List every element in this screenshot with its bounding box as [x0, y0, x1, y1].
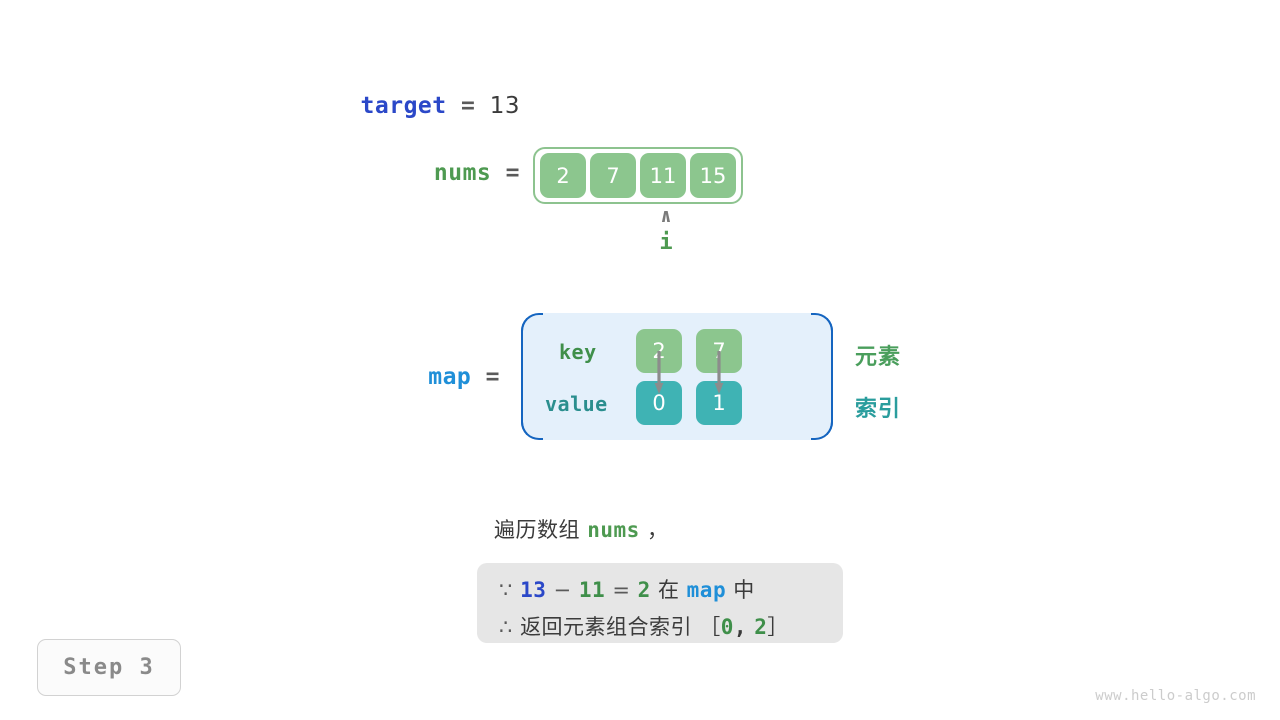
- caption-prefix: 遍历数组: [494, 518, 580, 542]
- conclusion-index-1: 2: [754, 615, 768, 639]
- target-variable-name: target: [360, 93, 447, 119]
- conclusion-bracket-open: ［: [699, 615, 721, 639]
- caption-text: 遍历数组 nums ，: [494, 514, 668, 544]
- target-equals-sign: =: [461, 93, 476, 119]
- map-brace-corner-bottom-left-icon: [521, 422, 543, 440]
- index-pointer-label: i: [659, 230, 673, 255]
- conclusion-container-map: map: [686, 578, 727, 602]
- caption-suffix: ，: [646, 518, 669, 542]
- conclusion-index-comma: ,: [733, 615, 748, 639]
- map-key-0: 2: [636, 329, 682, 373]
- map-pair-1: 7 1: [696, 329, 742, 425]
- nums-cell-3: 15: [690, 153, 736, 198]
- because-symbol-icon: ∵: [499, 578, 513, 602]
- nums-equals-sign: =: [505, 160, 520, 186]
- conclusion-in-text: 在: [657, 578, 680, 602]
- conclusion-return-text: 返回元素组合索引: [520, 615, 693, 639]
- map-brace-corner-top-right-icon: [811, 313, 833, 331]
- map-variable-name: map: [428, 364, 472, 390]
- conclusion-line-1: ∵ 13 − 11 = 2 在 map 中: [499, 574, 755, 604]
- annotation-element-label: 元素: [855, 345, 902, 370]
- map-container: key value 2 0 7 1: [521, 313, 833, 440]
- map-left-brace-icon: [521, 313, 543, 440]
- conclusion-operand-target: 13: [520, 578, 547, 602]
- conclusion-line-2: ∴ 返回元素组合索引 ［0, 2］: [499, 611, 789, 641]
- map-value-0: 0: [636, 381, 682, 425]
- conclusion-bracket-close: ］: [767, 615, 789, 639]
- map-brace-corner-bottom-right-icon: [811, 422, 833, 440]
- nums-variable-row: nums =: [0, 160, 520, 186]
- conclusion-operand-current: 11: [578, 578, 606, 602]
- map-right-brace-icon: [811, 313, 833, 440]
- watermark: www.hello-algo.com: [1095, 688, 1256, 704]
- caption-code-nums: nums: [587, 518, 640, 542]
- map-key-1: 7: [696, 329, 742, 373]
- nums-variable-name: nums: [433, 160, 492, 186]
- map-brace-corner-top-left-icon: [521, 313, 543, 331]
- map-pair-0: 2 0: [636, 329, 682, 425]
- conclusion-result: 2: [637, 578, 651, 602]
- nums-cell-2: 11: [640, 153, 686, 198]
- nums-cell-0: 2: [540, 153, 586, 198]
- conclusion-box: ∵ 13 − 11 = 2 在 map 中 ∴ 返回元素组合索引 ［0, 2］: [477, 563, 843, 643]
- target-value: 13: [489, 93, 520, 119]
- map-equals-sign: =: [485, 364, 500, 390]
- nums-array-container: 2 7 11 15: [533, 147, 743, 204]
- annotation-index-label: 索引: [855, 397, 902, 422]
- nums-cell-1: 7: [590, 153, 636, 198]
- target-variable-row: target = 13: [0, 93, 520, 119]
- conclusion-index-0: 0: [720, 615, 734, 639]
- map-variable-row: map =: [0, 364, 500, 390]
- index-pointer-caret-icon: ∧: [660, 205, 672, 227]
- conclusion-equals-sign: =: [612, 578, 631, 602]
- map-key-row-label: key: [559, 340, 597, 364]
- step-badge: Step 3: [37, 639, 181, 696]
- map-value-row-label: value: [545, 392, 608, 416]
- map-value-1: 1: [696, 381, 742, 425]
- conclusion-tail-text: 中: [733, 578, 755, 602]
- conclusion-minus-sign: −: [553, 578, 572, 602]
- therefore-symbol-icon: ∴: [499, 615, 513, 639]
